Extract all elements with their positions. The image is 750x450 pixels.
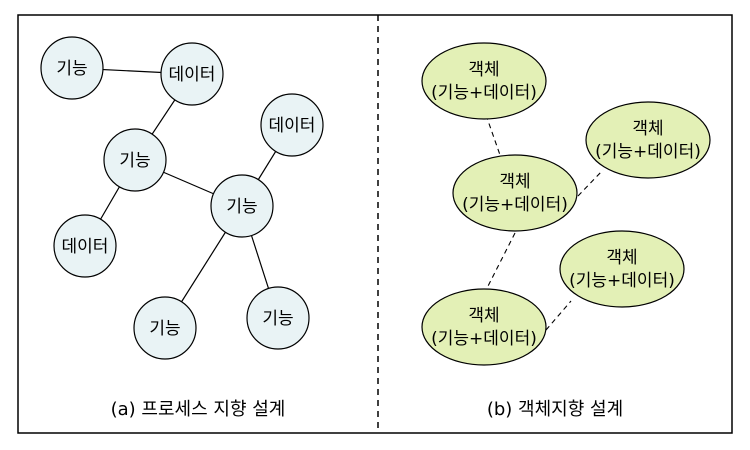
node-label: 기능 [56,59,87,79]
object-edges [485,114,604,331]
process-node-4: 데이터 [260,93,324,157]
process-node-8: 기능 [246,286,310,350]
object-node-4: 객체 (기능+데이터) [559,230,685,308]
object-subtitle: (기능+데이터) [431,329,537,349]
node-label: 기능 [226,197,257,217]
object-caption: (b) 객체지향 설계 [487,399,623,420]
object-title: 객체 [468,60,499,80]
process-node-1: 기능 [40,36,104,100]
object-subtitle: (기능+데이터) [595,142,701,162]
process-node-6: 데이터 [53,214,117,278]
process-node-3: 기능 [103,128,167,192]
node-label: 기능 [119,151,150,171]
node-label: 데이터 [62,237,109,257]
object-node-3: 객체 (기능+데이터) [452,154,578,232]
object-subtitle: (기능+데이터) [431,83,537,103]
node-label: 기능 [262,309,293,329]
node-label: 데이터 [169,65,216,85]
process-node-5: 기능 [210,174,274,238]
node-label: 데이터 [269,116,316,136]
object-title: 객체 [606,248,637,268]
object-title: 객체 [468,306,499,326]
object-title: 객체 [632,119,663,139]
process-caption: (a) 프로세스 지향 설계 [111,399,286,420]
node-label: 기능 [149,319,180,339]
object-subtitle: (기능+데이터) [569,271,675,291]
process-node-2: 데이터 [160,42,224,106]
process-node-7: 기능 [133,296,197,360]
object-node-2: 객체 (기능+데이터) [585,101,711,179]
edge [485,232,516,291]
object-node-5: 객체 (기능+데이터) [421,288,547,366]
edge [485,114,501,156]
object-title: 객체 [499,172,530,192]
outer-frame [17,14,733,434]
edge [577,169,604,197]
edge [545,300,572,331]
object-subtitle: (기능+데이터) [462,195,568,215]
object-node-1: 객체 (기능+데이터) [421,42,547,120]
